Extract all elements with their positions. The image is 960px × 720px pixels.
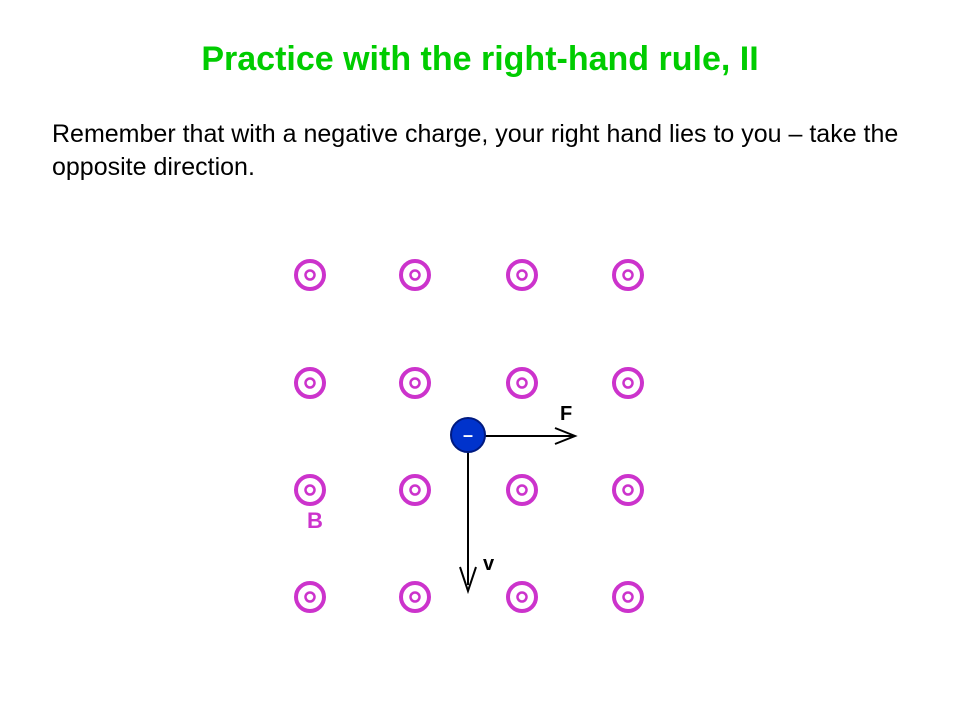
field-out-of-page-icon (506, 259, 538, 291)
velocity-arrowhead (459, 566, 477, 595)
force-label: F (560, 403, 572, 425)
field-out-of-page-icon (399, 581, 431, 613)
force-vector: F (485, 403, 578, 445)
field-out-of-page-icon (399, 259, 431, 291)
field-out-of-page-icon (612, 259, 644, 291)
field-out-of-page-icon (294, 474, 326, 506)
field-out-of-page-icon (612, 474, 644, 506)
field-label: B (307, 508, 323, 533)
velocity-label: v (483, 553, 495, 575)
velocity-vector: v (459, 438, 495, 595)
field-out-of-page-icon (612, 367, 644, 399)
magnetic-field-diagram: v F – B (294, 259, 644, 613)
force-arrowhead (554, 427, 578, 445)
field-out-of-page-icon (506, 367, 538, 399)
field-out-of-page-icon (506, 581, 538, 613)
slide-body-text: Remember that with a negative charge, yo… (52, 120, 899, 181)
field-grid (294, 259, 644, 613)
negative-charge: – (450, 417, 486, 453)
field-out-of-page-icon (506, 474, 538, 506)
field-out-of-page-icon (294, 581, 326, 613)
field-out-of-page-icon (612, 581, 644, 613)
negative-charge-circle (450, 417, 486, 453)
field-out-of-page-icon (294, 259, 326, 291)
slide-title: Practice with the right-hand rule, II (201, 40, 759, 78)
field-out-of-page-icon (399, 367, 431, 399)
charge-sign: – (463, 425, 473, 445)
field-out-of-page-icon (399, 474, 431, 506)
field-out-of-page-icon (294, 367, 326, 399)
